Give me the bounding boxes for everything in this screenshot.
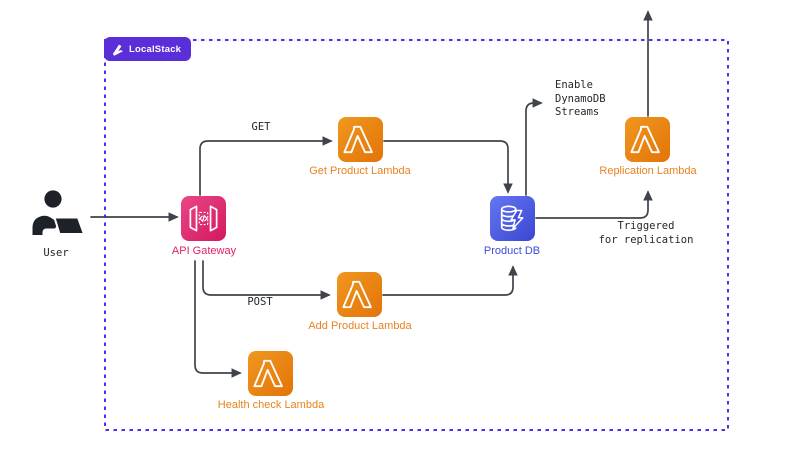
get-edge-label: GET — [251, 121, 271, 133]
user-label: User — [43, 247, 69, 259]
localstack-boundary-box — [104, 39, 729, 431]
api-gateway-icon — [189, 205, 218, 232]
lambda-icon — [630, 125, 660, 154]
lambda-icon — [342, 280, 372, 309]
lambda-icon — [253, 359, 283, 388]
node-api-gateway — [181, 196, 226, 241]
edge-apigateway-post — [202, 260, 331, 300]
edge-db-to-replication — [535, 190, 653, 219]
localstack-badge: LocalStack — [104, 37, 192, 61]
api-gateway-label: API Gateway — [171, 245, 237, 257]
localstack-badge-label: LocalStack — [129, 43, 182, 55]
user-icon — [29, 189, 86, 242]
edge-apigateway-get — [199, 136, 333, 196]
node-product-db — [490, 196, 535, 241]
edge-getlambda-to-db — [383, 140, 513, 194]
replication-lambda-label: Replication Lambda — [599, 165, 697, 177]
node-add-product-lambda — [337, 272, 382, 317]
node-replication-lambda — [625, 117, 670, 162]
dynamodb-icon — [500, 205, 524, 232]
enable-streams-annotation: Enable DynamoDB Streams — [555, 79, 606, 118]
get-product-lambda-label: Get Product Lambda — [309, 165, 411, 177]
lambda-icon — [343, 125, 373, 154]
node-health-check-lambda — [248, 351, 293, 396]
edge-apigateway-to-healthcheck — [194, 260, 242, 378]
edge-db-streams-annotation — [525, 98, 543, 196]
localstack-logo-icon — [112, 44, 123, 56]
node-get-product-lambda — [338, 117, 383, 162]
triggered-annotation: Triggered for replication — [598, 220, 694, 246]
health-check-lambda-label: Health check Lambda — [217, 399, 325, 411]
edge-addlambda-to-db — [382, 265, 518, 296]
post-edge-label: POST — [247, 296, 273, 308]
product-db-label: Product DB — [483, 245, 541, 257]
add-product-lambda-label: Add Product Lambda — [308, 320, 412, 332]
